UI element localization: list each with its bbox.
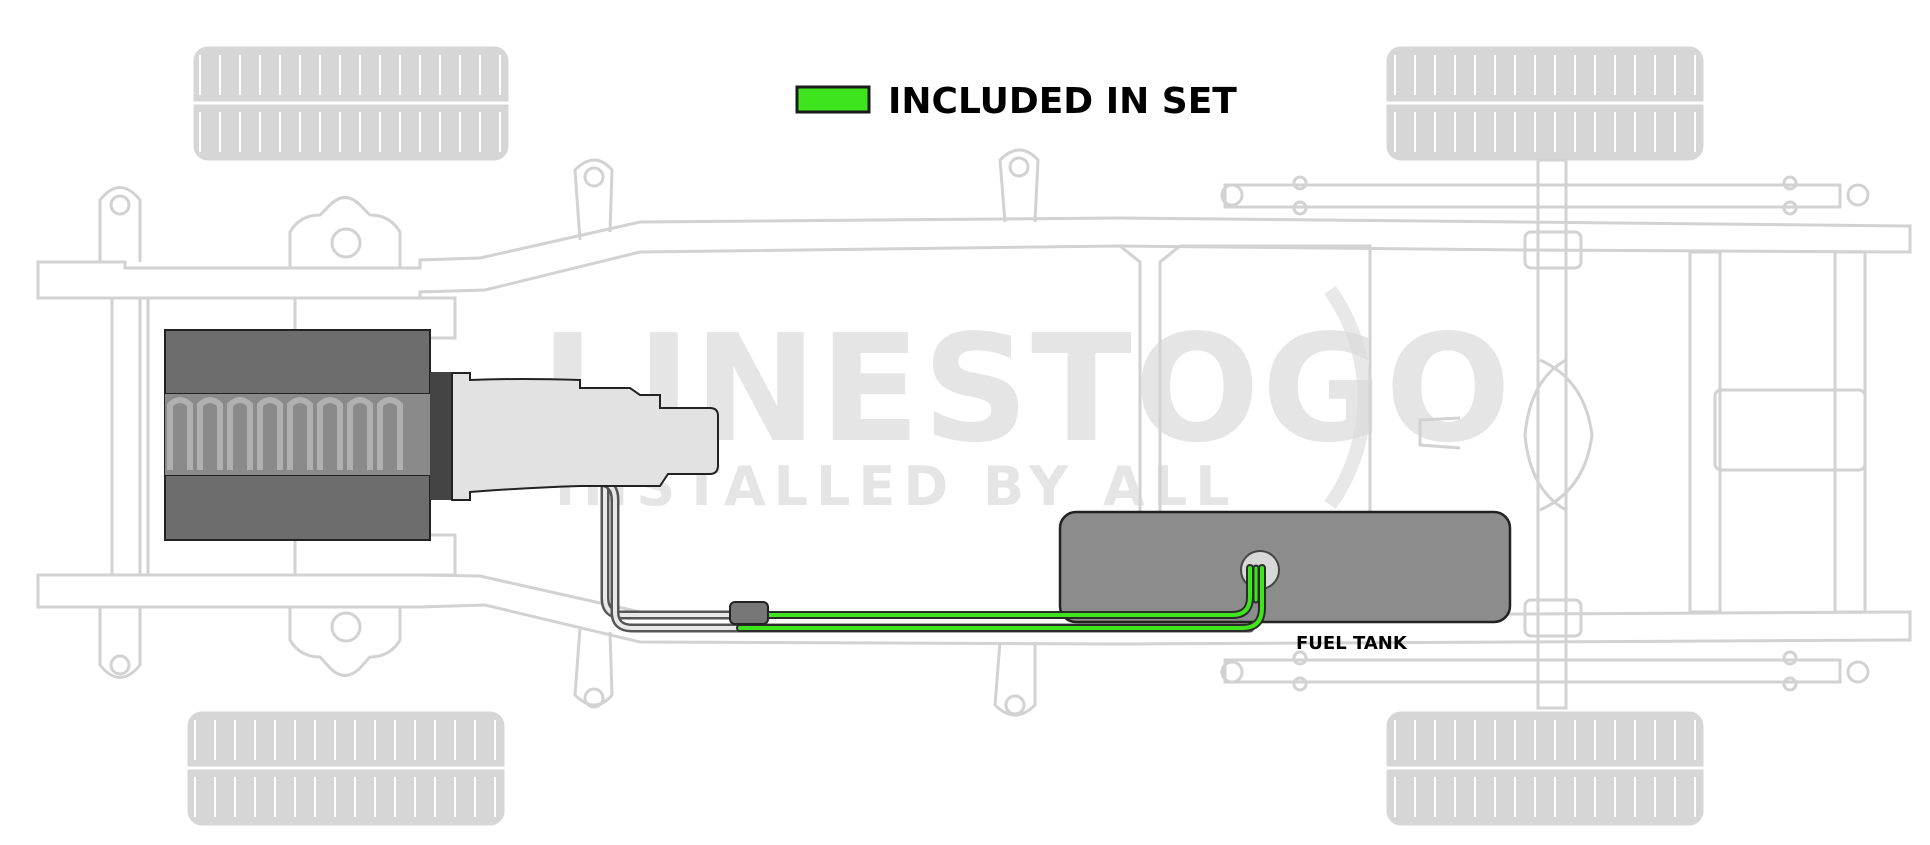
- tire-icon: [1383, 708, 1707, 829]
- legend-label: INCLUDED IN SET: [888, 81, 1237, 122]
- tire-icon: [1383, 43, 1707, 164]
- legend-swatch: [795, 85, 871, 114]
- watermark-swoosh: [1324, 285, 1372, 510]
- included-fuel-lines: [736, 564, 1266, 632]
- transmission-icon: [451, 372, 719, 501]
- engine-icon: [164, 329, 452, 541]
- watermark: LINESTOGO INSTALLED BY ALL: [540, 285, 1511, 518]
- tire-icon: [190, 43, 512, 164]
- fuel-tank-label: FUEL TANK: [1296, 633, 1408, 654]
- fuel-filter-icon: [729, 601, 769, 625]
- tires: [184, 43, 1707, 829]
- chassis-frame: [36, 148, 1912, 717]
- tire-icon: [184, 708, 508, 829]
- fuel-tank-icon: [1058, 510, 1512, 624]
- legend: INCLUDED IN SET: [795, 81, 1237, 122]
